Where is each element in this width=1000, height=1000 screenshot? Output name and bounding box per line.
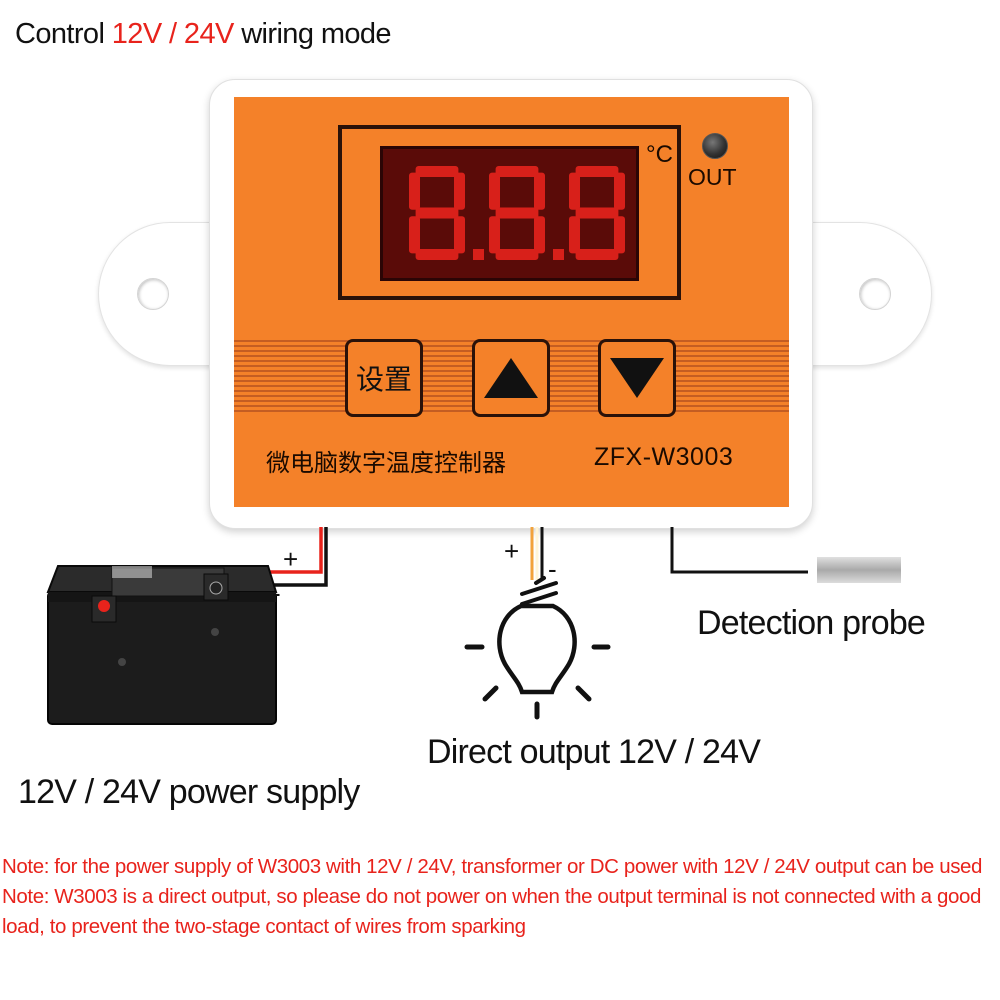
power-supply-label: 12V / 24V power supply: [18, 773, 360, 811]
mounting-hole: [859, 278, 891, 310]
controller-front-panel: °C OUT 设置 微电脑数字温度控制器 ZFX-W3003: [234, 97, 789, 507]
digit-1-segment-e: [409, 216, 420, 254]
out-label: OUT: [688, 164, 737, 190]
note-power-supply: Note: for the power supply of W3003 with…: [2, 855, 983, 878]
digit-2-segment-a: [495, 166, 539, 177]
digit-2-segment-c: [534, 216, 545, 254]
digit-2-segment-g: [495, 207, 539, 219]
digit-3-segment-f: [569, 172, 580, 210]
output-wires: [530, 527, 544, 580]
light-bulb-icon: [464, 576, 611, 720]
up-button[interactable]: [472, 339, 550, 417]
digit-1-segment-f: [409, 172, 420, 210]
digit-2-decimal-point: [553, 249, 564, 260]
digit-2-segment-f: [489, 172, 500, 210]
notes-block: Note: for the power supply of W3003 with…: [2, 852, 997, 942]
celsius-unit: °C: [646, 141, 673, 168]
digit-2-segment-b: [534, 172, 545, 210]
digit-1-segment-d: [415, 249, 459, 260]
led-display: [380, 146, 639, 281]
digit-3-segment-b: [614, 172, 625, 210]
note-direct-output: Note: W3003 is a direct output, so pleas…: [2, 885, 981, 938]
digit-3-segment-g: [575, 207, 619, 219]
digit-3-segment-c: [614, 216, 625, 254]
digit-1-segment-c: [454, 216, 465, 254]
out-indicator-led: [702, 133, 728, 159]
display-frame: [338, 125, 681, 300]
temperature-probe-icon: [817, 557, 901, 583]
probe-label: Detection probe: [697, 604, 926, 642]
model-number: ZFX-W3003: [594, 443, 734, 471]
arrow-up-icon: [484, 358, 538, 398]
digit-3-segment-d: [575, 249, 619, 260]
output-label: Direct output 12V / 24V: [427, 733, 761, 771]
mounting-hole: [137, 278, 169, 310]
seven-segment-digits: [409, 166, 625, 260]
diagram-title: Control 12V / 24V wiring mode: [15, 18, 392, 51]
probe-cable: [670, 527, 808, 574]
digit-2-segment-d: [495, 249, 539, 260]
digit-3-segment-a: [575, 166, 619, 177]
digit-3-segment-e: [569, 216, 580, 254]
output-plus-mark: +: [504, 536, 520, 566]
digit-1-segment-a: [415, 166, 459, 177]
supply-minus-mark: -: [272, 578, 281, 608]
supply-plus-mark: +: [283, 544, 299, 574]
set-button[interactable]: 设置: [345, 339, 423, 417]
down-button[interactable]: [598, 339, 676, 417]
battery-icon: [46, 565, 278, 725]
output-minus-mark: -: [548, 554, 557, 584]
title-voltage: 12V / 24V: [111, 18, 235, 50]
digit-1-decimal-point: [473, 249, 484, 260]
title-prefix: Control: [15, 18, 105, 50]
title-suffix: wiring mode: [241, 18, 391, 50]
digit-1-segment-g: [415, 207, 459, 219]
arrow-down-icon: [610, 358, 664, 398]
digit-2-segment-e: [489, 216, 500, 254]
product-name-chinese: 微电脑数字温度控制器: [266, 449, 506, 477]
digit-1-segment-b: [454, 172, 465, 210]
